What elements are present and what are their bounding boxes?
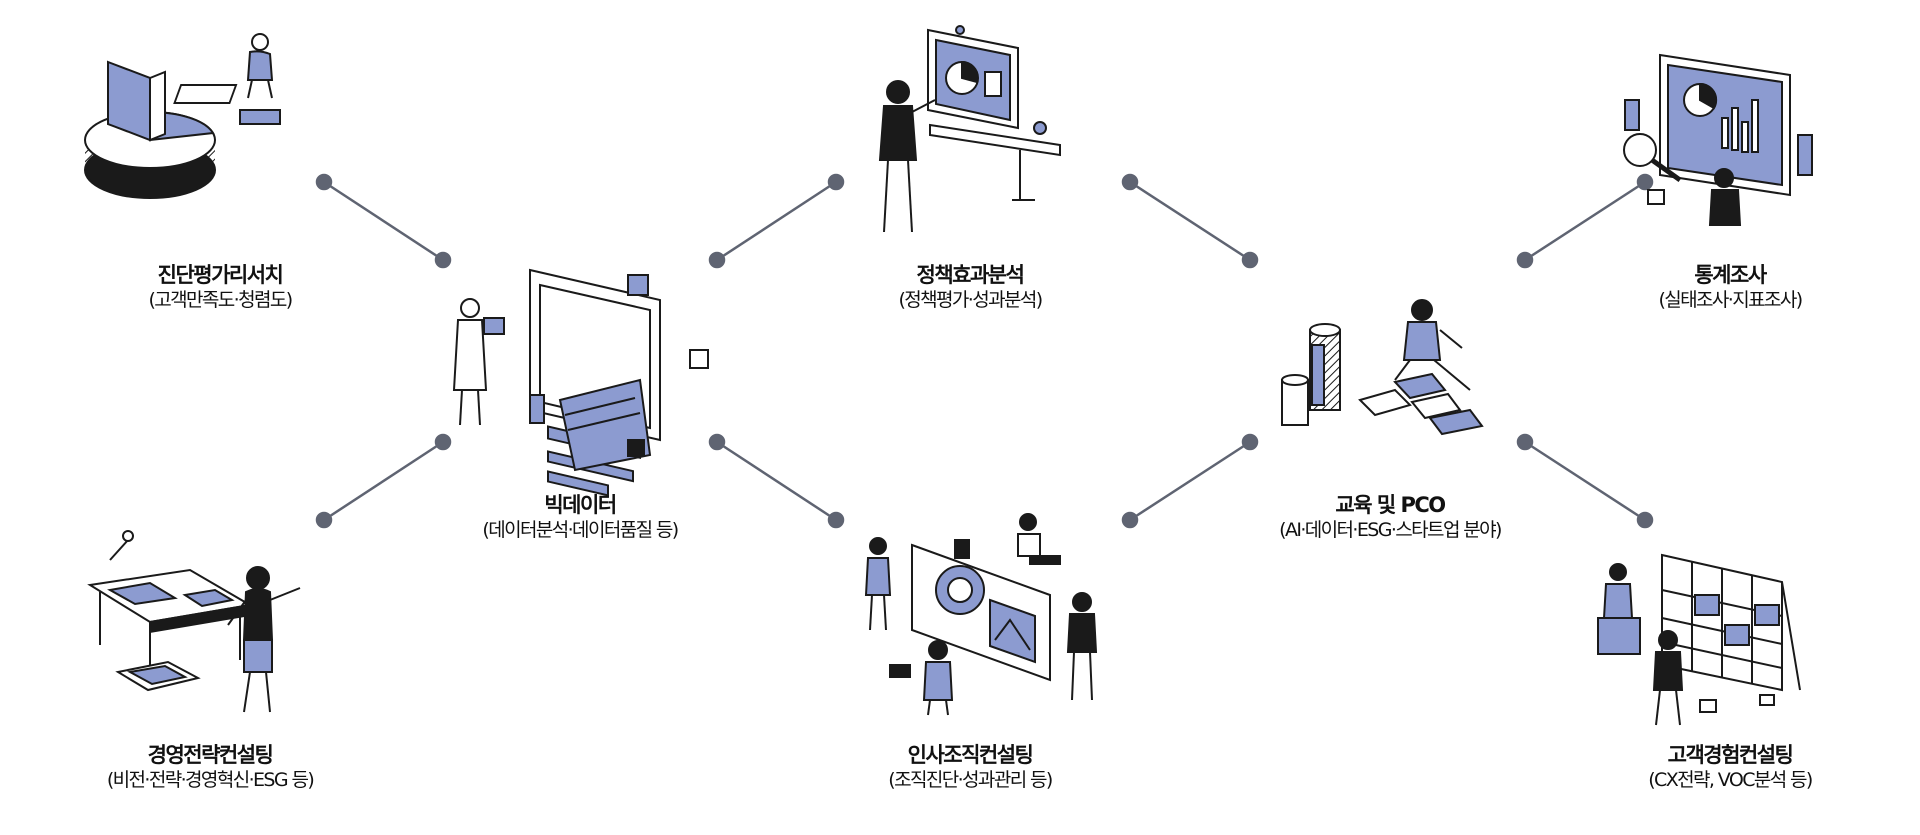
pie-chart-puzzle-icon [84,33,281,199]
node-subtitle: (AI·데이터·ESG·스타트업 분야) [1279,519,1502,541]
node-subtitle: (비전·전략·경영혁신·ESG 등) [106,769,315,791]
calendar-board-icon [1597,553,1801,726]
node-cx: 고객경험컨설팅 (CX전략, VOC분석 등) [1600,742,1860,792]
node-subtitle: (조직진단·성과관리 등) [888,769,1053,791]
analysis-monitor-icon [878,25,1061,233]
puzzle-person-icon [1281,299,1484,436]
connector-bigdata-policy [708,173,845,269]
connector-lines [315,173,1654,529]
connector-diagnosis-bigdata [315,173,452,269]
node-title: 고객경험컨설팅 [1667,743,1794,767]
node-title: 빅데이터 [544,493,617,517]
statistics-screen-icon [1623,53,1813,226]
node-education: 교육 및 PCO (AI·데이터·ESG·스타트업 분야) [1240,492,1540,542]
node-subtitle: (CX전략, VOC분석 등) [1648,769,1813,791]
node-title: 경영전략컨설팅 [147,743,274,767]
connector-education-statistics [1516,173,1654,269]
data-monitor-icon [452,268,709,497]
node-title: 인사조직컨설팅 [907,743,1034,767]
node-subtitle: (고객만족도·청렴도) [148,289,293,311]
node-subtitle: (실태조사·지표조사) [1658,289,1803,311]
node-hr: 인사조직컨설팅 (조직진단·성과관리 등) [850,742,1090,792]
node-diagnosis: 진단평가리서치 (고객만족도·청렴도) [100,262,340,312]
connector-policy-education [1121,173,1259,269]
node-title: 교육 및 PCO [1335,493,1446,517]
node-subtitle: (정책평가·성과분석) [898,289,1043,311]
connector-management-bigdata [315,433,452,529]
team-board-icon [864,513,1098,716]
connector-hr-education [1121,433,1259,529]
node-title: 정책효과분석 [916,263,1025,287]
node-subtitle: (데이터분석·데이터품질 등) [482,519,679,541]
node-policy: 정책효과분석 (정책평가·성과분석) [855,262,1085,312]
strategy-desk-icon [87,530,301,713]
connector-education-cx [1516,433,1654,529]
node-management: 경영전략컨설팅 (비전·전략·경영혁신·ESG 등) [80,742,340,792]
node-bigdata: 빅데이터 (데이터분석·데이터품질 등) [455,492,705,542]
node-title: 진단평가리서치 [157,263,284,287]
node-title: 통계조사 [1694,263,1767,287]
node-statistics: 통계조사 (실태조사·지표조사) [1620,262,1840,312]
connector-bigdata-hr [708,433,845,529]
